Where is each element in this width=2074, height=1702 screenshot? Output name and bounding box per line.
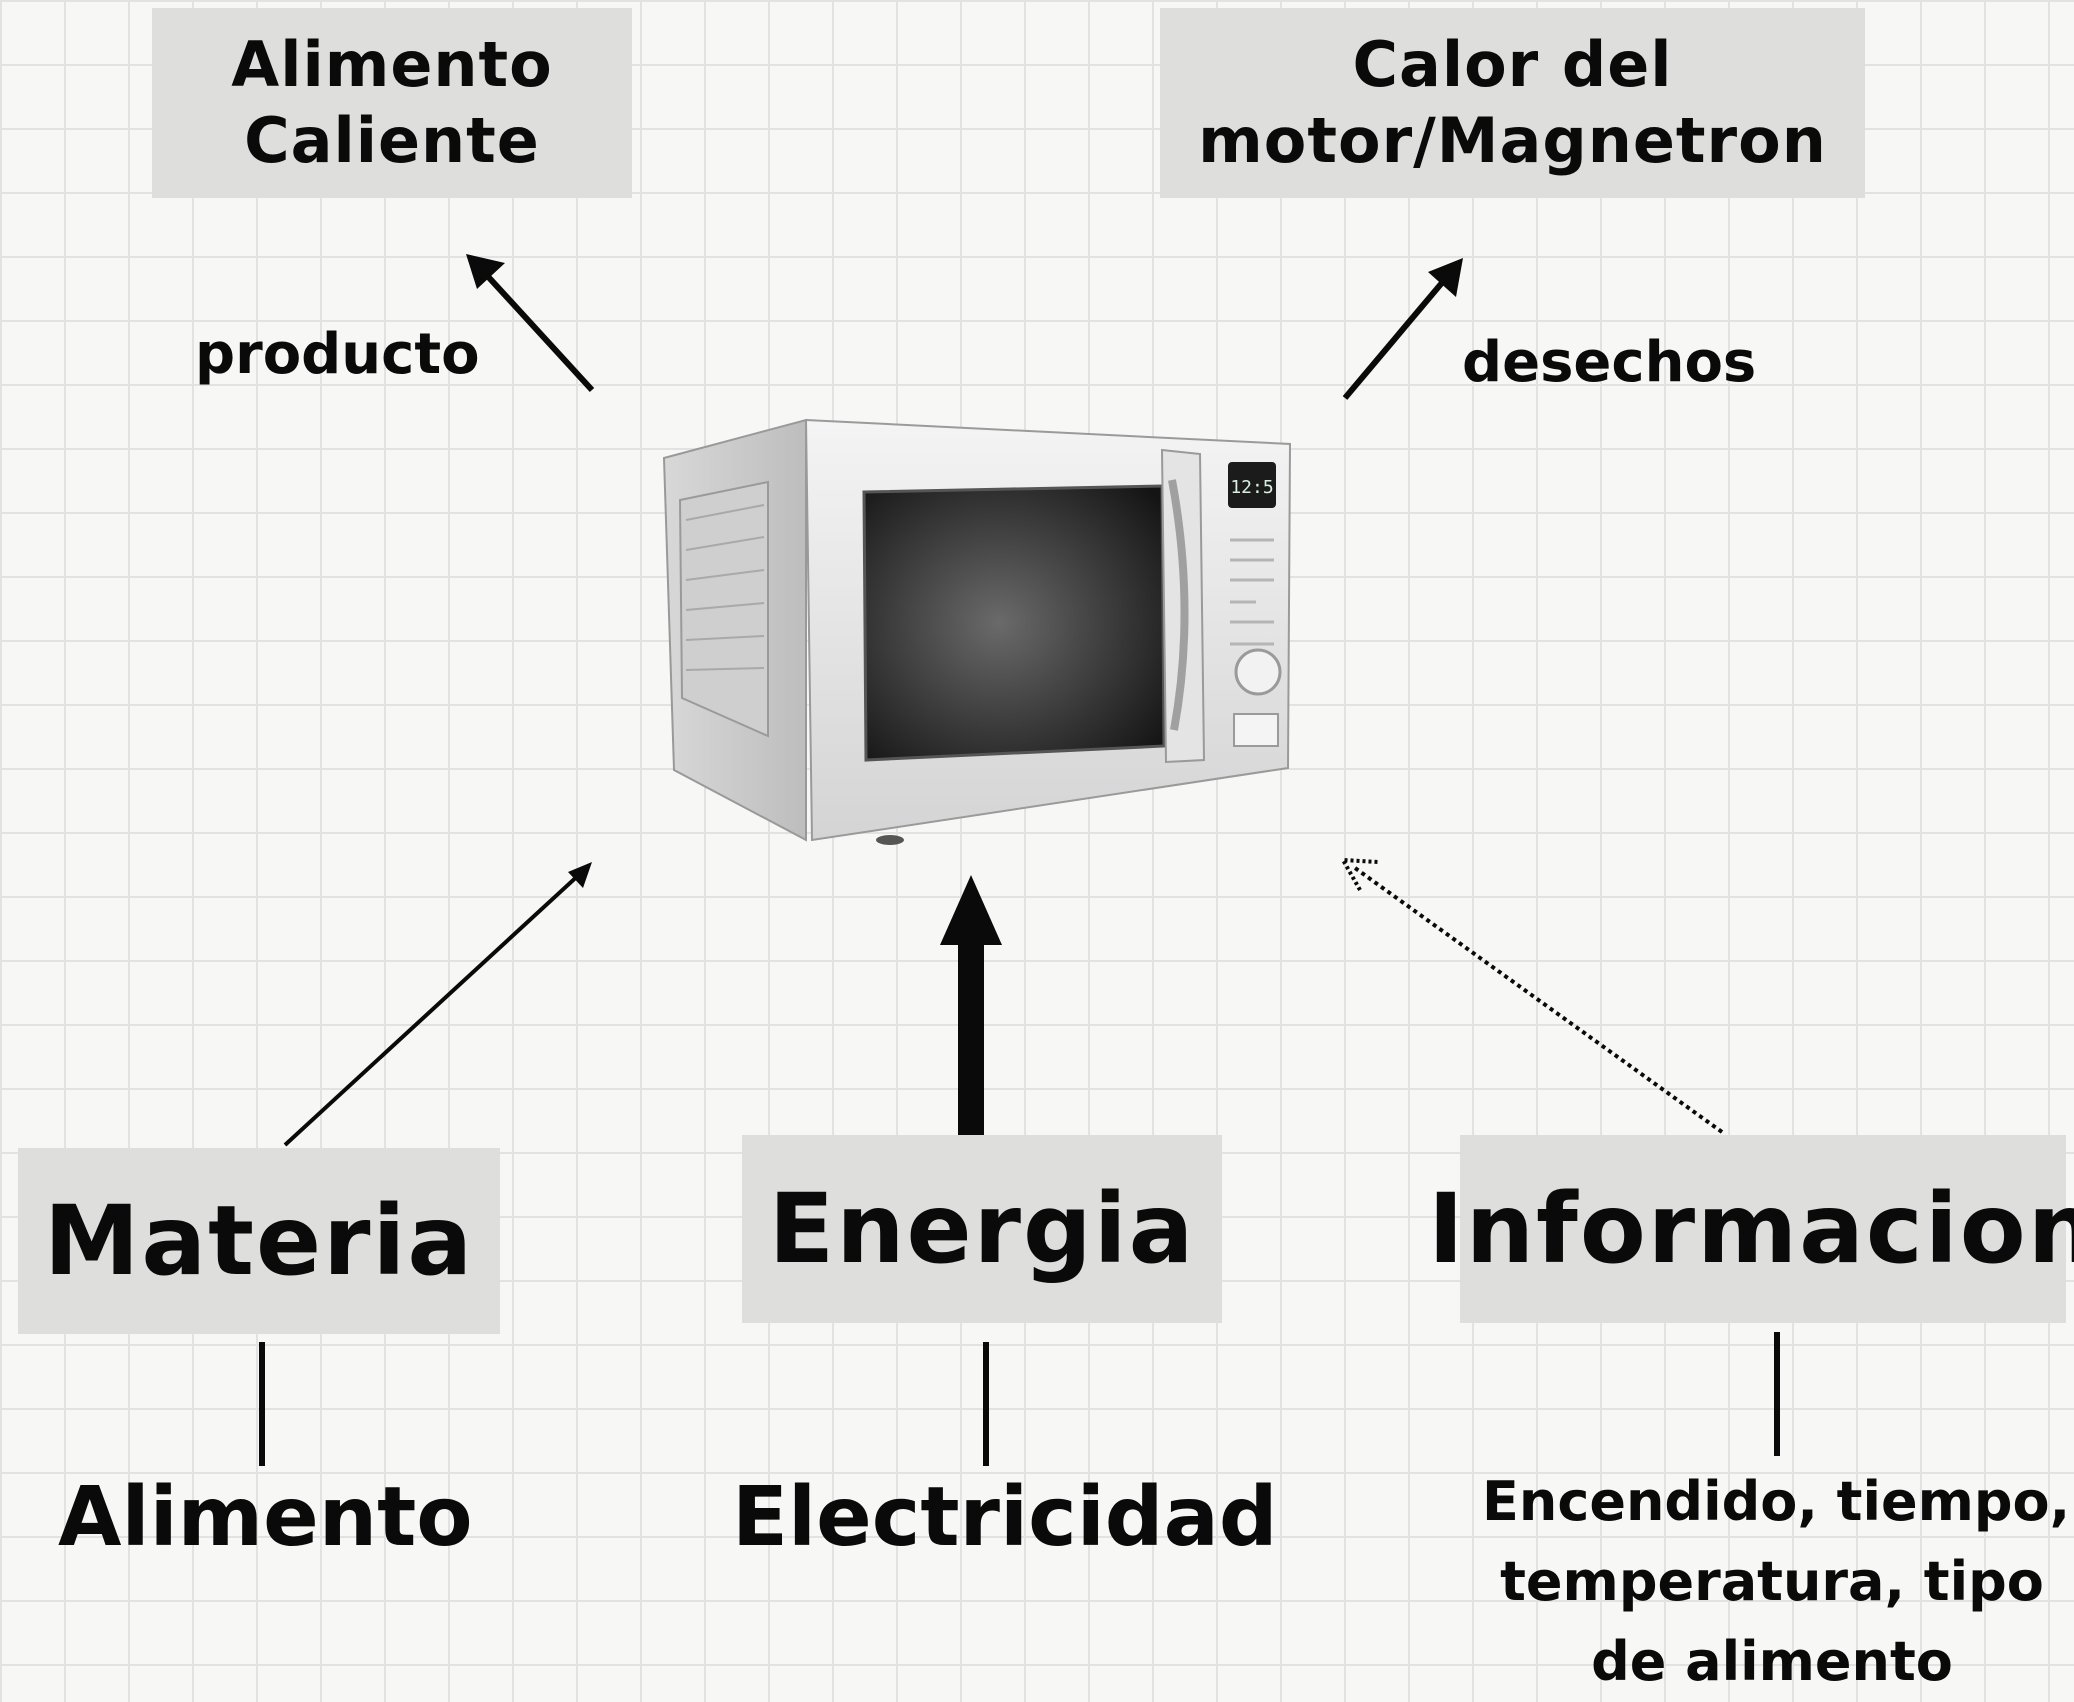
information-connector <box>1774 1332 1780 1456</box>
microwave-image: 12:5 <box>662 418 1292 845</box>
arrow-energy-head <box>940 875 1002 945</box>
information-value-line3: de alimento <box>1591 1630 1953 1693</box>
microwave-display: 12:5 <box>1230 477 1273 498</box>
matter-title: Materia <box>43 1185 475 1297</box>
information-box: Informacion <box>1428 1135 2074 1323</box>
arrow-product-head <box>466 254 505 289</box>
matter-connector <box>259 1342 265 1466</box>
waste-box-line1: Calor del <box>1352 28 1673 101</box>
information-title: Informacion <box>1427 1173 2074 1285</box>
waste-label: desechos <box>1462 330 1757 395</box>
information-value: Encendido, tiempo, temperatura, tipo de … <box>1482 1462 2071 1702</box>
waste-box: Calor del motor/Magnetron <box>1160 8 1865 198</box>
product-box: Alimento Caliente <box>152 8 632 198</box>
information-value-line1: Encendido, tiempo, <box>1482 1470 2071 1533</box>
arrow-matter-head <box>568 862 592 888</box>
arrow-information <box>1353 866 1724 1134</box>
product-label: producto <box>195 322 480 387</box>
matter-value: Alimento <box>58 1470 473 1565</box>
energy-connector <box>983 1342 989 1466</box>
energy-box: Energia <box>742 1135 1222 1323</box>
arrow-product <box>479 267 595 393</box>
energy-title: Energia <box>768 1173 1196 1285</box>
energy-value: Electricidad <box>732 1470 1278 1565</box>
arrow-energy-shaft <box>958 945 984 1135</box>
arrow-information-head <box>1339 857 1379 891</box>
arrow-waste-head <box>1428 258 1463 297</box>
product-box-line2: Caliente <box>244 104 540 177</box>
product-box-line1: Alimento <box>231 28 553 101</box>
waste-box-line2: motor/Magnetron <box>1198 104 1827 177</box>
information-value-line2: temperatura, tipo <box>1500 1550 2044 1613</box>
arrow-waste <box>1342 276 1449 400</box>
matter-box: Materia <box>18 1148 500 1334</box>
arrow-matter <box>283 870 584 1147</box>
